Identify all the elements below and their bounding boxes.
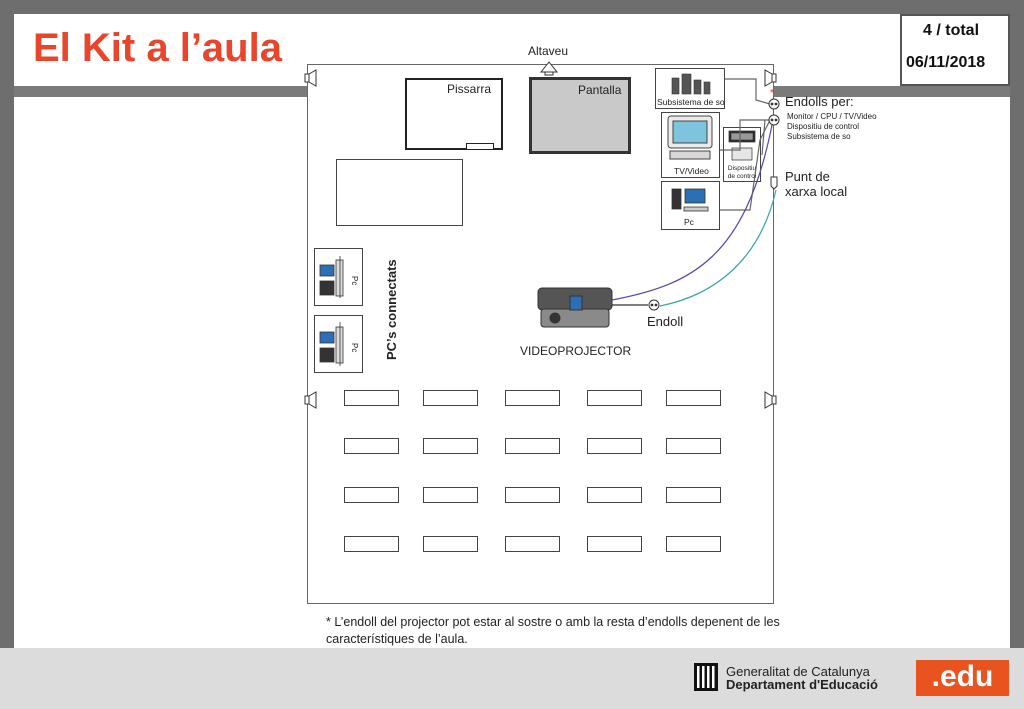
student-desk	[344, 390, 399, 406]
footer-bar	[0, 648, 1024, 709]
outlet-icon	[768, 98, 780, 110]
sound-system-icon	[671, 73, 711, 95]
side-pc-label-1: Pc	[350, 276, 359, 285]
student-desk	[505, 536, 560, 552]
student-desk	[505, 438, 560, 454]
student-desk	[344, 536, 399, 552]
slide-title: El Kit a l’aula	[33, 26, 282, 70]
student-desk	[587, 487, 642, 503]
tv-video-label: TV/Video	[674, 166, 709, 176]
org-name-line1: Generalitat de Catalunya	[726, 664, 870, 679]
speaker-icon	[764, 391, 777, 409]
outlets-item-2: Dispositiu de control	[787, 122, 860, 131]
student-desk	[344, 487, 399, 503]
control-device-label: Dispositiu de control	[727, 165, 757, 180]
whiteboard-tray	[466, 143, 494, 150]
projection-screen	[529, 77, 631, 154]
student-desk	[423, 487, 478, 503]
student-desk	[587, 536, 642, 552]
page-number: 4 / total	[923, 22, 980, 39]
speaker-label: Altaveu	[528, 44, 569, 58]
student-desk	[666, 536, 721, 552]
student-desk	[423, 390, 478, 406]
outlets-title: Endolls per:	[785, 94, 854, 109]
outlets-item-3: Subsistema de so	[787, 132, 851, 141]
side-pc-label-2: Pc	[350, 343, 359, 352]
teacher-desk	[336, 159, 463, 226]
student-desk	[423, 536, 478, 552]
projector-label: VIDEOPROJECTOR	[520, 344, 632, 358]
asterisk-mark: *	[770, 88, 774, 99]
page-box	[900, 14, 1010, 86]
student-desk	[666, 390, 721, 406]
screen-label: Pantalla	[578, 83, 622, 97]
footnote: * L’endoll del projector pot estar al so…	[326, 615, 780, 646]
outlet-icon	[768, 114, 780, 126]
student-desk	[666, 438, 721, 454]
speaker-icon	[764, 69, 777, 87]
network-point-label: Punt de xarxa local	[785, 169, 848, 199]
pc-icon	[671, 188, 709, 212]
student-desk	[344, 438, 399, 454]
pc-icon	[319, 256, 344, 298]
network-point-icon	[770, 176, 778, 190]
student-desk	[666, 487, 721, 503]
speaker-icon	[304, 69, 317, 87]
student-desk	[587, 390, 642, 406]
outlet-icon	[648, 299, 660, 311]
student-desk	[505, 487, 560, 503]
student-desk	[505, 390, 560, 406]
whiteboard-label: Pissarra	[447, 82, 492, 96]
generalitat-logo-icon	[694, 663, 718, 691]
org-name-line2: Departament d'Educació	[726, 677, 878, 692]
outlets-item-1: Monitor / CPU / TV/Video	[787, 112, 877, 121]
student-desk	[587, 438, 642, 454]
edu-logo: .edu	[916, 660, 1009, 696]
cables	[611, 78, 777, 307]
slide-date: 06/11/2018	[906, 54, 986, 71]
control-device-icon	[728, 130, 756, 161]
speaker-icon	[304, 391, 317, 409]
pc-label: Pc	[684, 217, 694, 227]
pc-icon	[319, 322, 344, 366]
sound-subsystem-label: Subsistema de so	[657, 97, 725, 107]
pcs-connected-label: PC’s connectats	[384, 259, 399, 360]
tv-icon	[667, 115, 713, 160]
student-desk	[423, 438, 478, 454]
speaker-icon	[539, 61, 559, 76]
whiteboard	[405, 78, 503, 150]
projector-outlet-label: Endoll	[647, 314, 684, 329]
projector-icon	[537, 287, 613, 328]
